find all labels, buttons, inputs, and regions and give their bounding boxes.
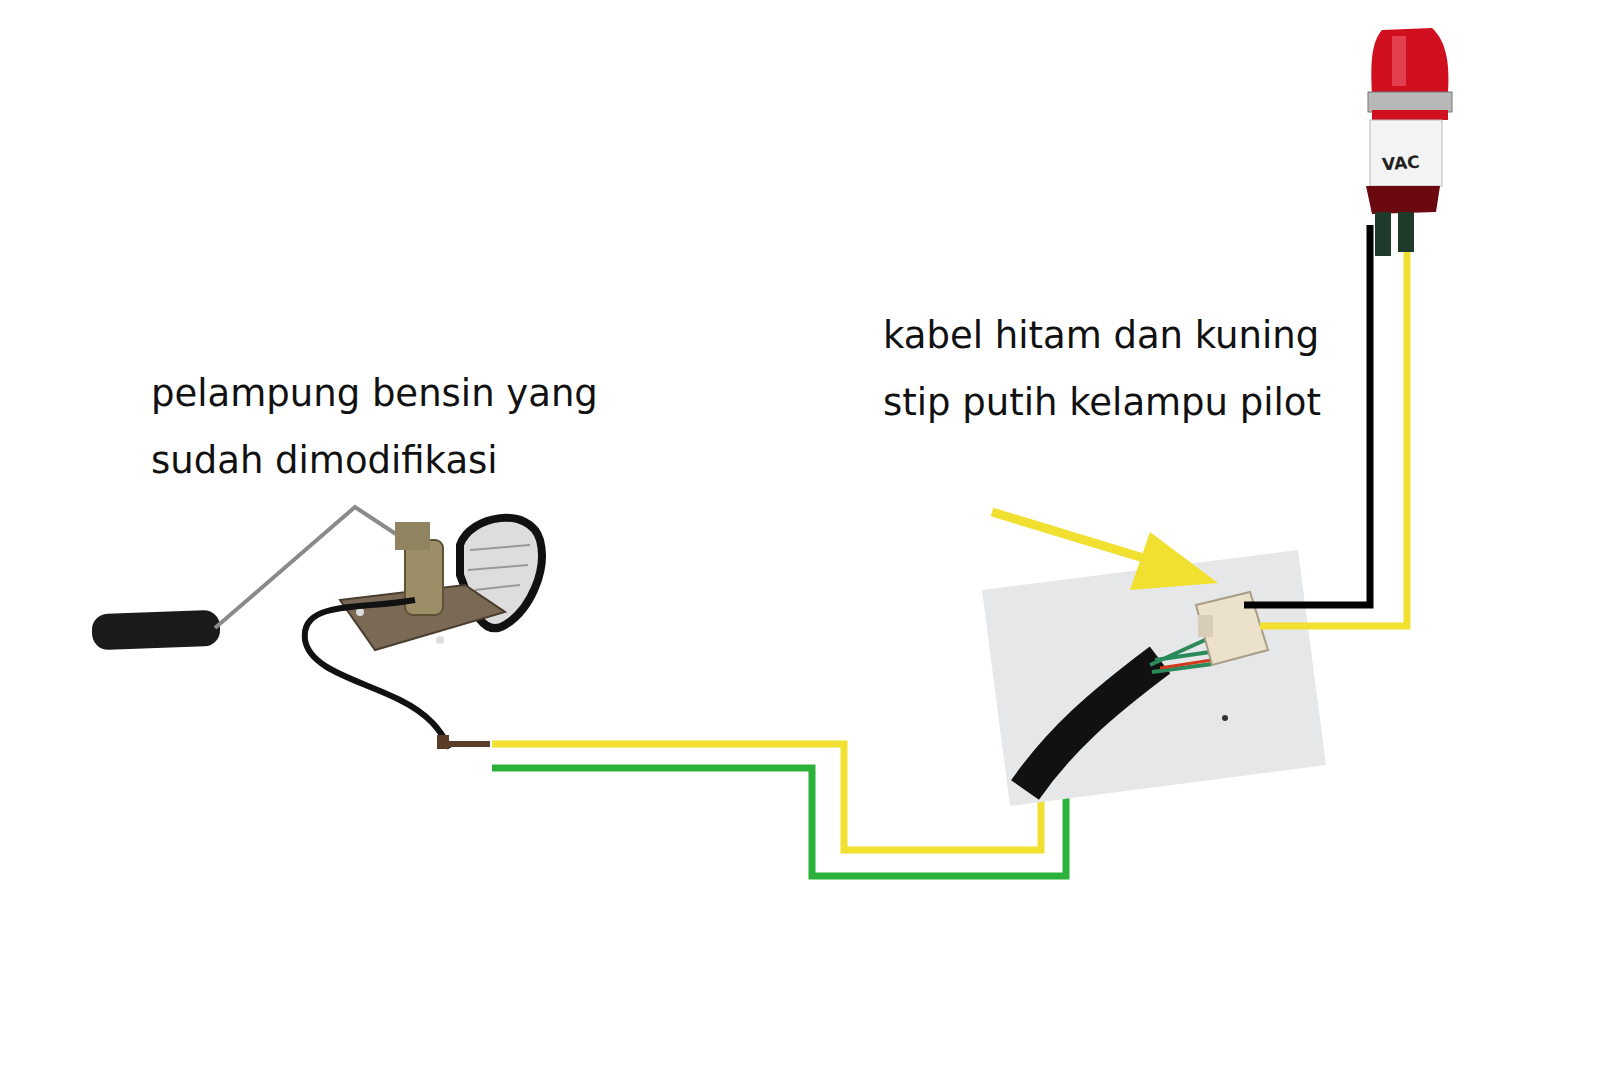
connector-photo (982, 550, 1326, 806)
pointer-arrow (992, 512, 1218, 590)
float-label: pelampung bensin yang sudah dimodifikasi (151, 360, 691, 494)
wire-note: kabel hitam dan kuning stip putih kelamp… (883, 302, 1353, 436)
fuel-float-illustration (91, 507, 542, 749)
yellow-wire (1260, 236, 1407, 626)
pilot-lamp-illustration (1366, 28, 1452, 256)
lamp-rating: VAC (1381, 152, 1420, 175)
yellow-wire (492, 744, 1041, 850)
green-wire (492, 768, 1066, 876)
